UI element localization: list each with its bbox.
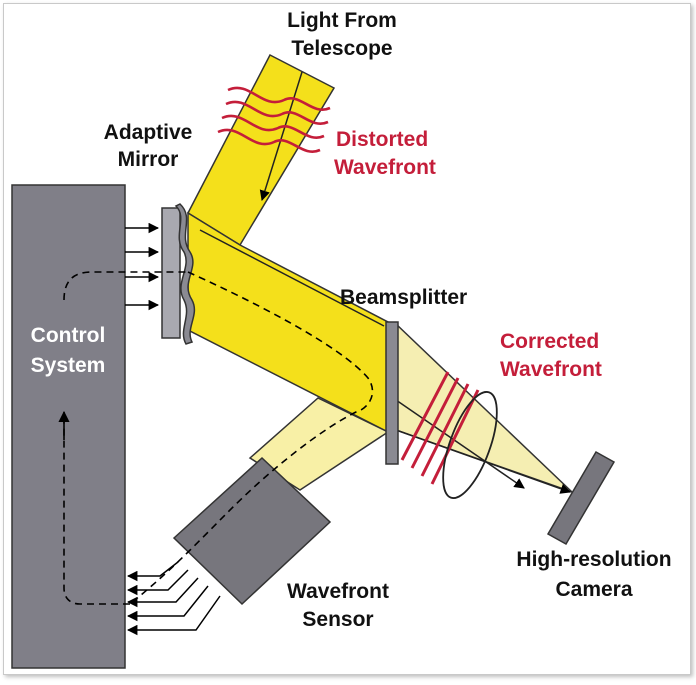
label-beamsplitter: Beamsplitter (340, 286, 467, 309)
control-system-box (11, 184, 126, 669)
label-high-resolution-camera-2: Camera (555, 578, 632, 601)
label-light-from-telescope-2: Telescope (291, 37, 392, 60)
label-wavefront-sensor-2: Sensor (302, 608, 373, 631)
label-adaptive-mirror-2: Mirror (118, 148, 179, 171)
wavefront-sensor-box (172, 456, 332, 606)
label-distorted-wavefront-2: Wavefront (334, 156, 436, 179)
lens-icon (442, 391, 498, 499)
label-corrected-wavefront-2: Wavefront (500, 358, 602, 381)
label-corrected-wavefront-1: Corrected (500, 330, 599, 353)
sensor-beam (248, 397, 390, 491)
label-control-system-1: Control (31, 324, 106, 347)
label-high-resolution-camera-1: High-resolution (516, 548, 671, 571)
label-control-system-2: System (31, 354, 106, 377)
label-light-from-telescope-1: Light From (287, 9, 397, 32)
distorted-wavefront-lines (217, 86, 331, 153)
label-distorted-wavefront-1: Distorted (336, 128, 428, 151)
adaptive-mirror-icon (161, 203, 196, 345)
image-frame (3, 3, 691, 675)
corrected-wavefront-lines (400, 371, 480, 485)
camera-icon (546, 450, 616, 546)
label-wavefront-sensor-1: Wavefront (287, 580, 389, 603)
sensor-output-arrows (126, 561, 221, 636)
beamsplitter-icon (385, 321, 399, 465)
feedback-loop (63, 271, 374, 605)
mirror-control-arrows (125, 222, 160, 311)
label-adaptive-mirror-1: Adaptive (104, 121, 193, 144)
